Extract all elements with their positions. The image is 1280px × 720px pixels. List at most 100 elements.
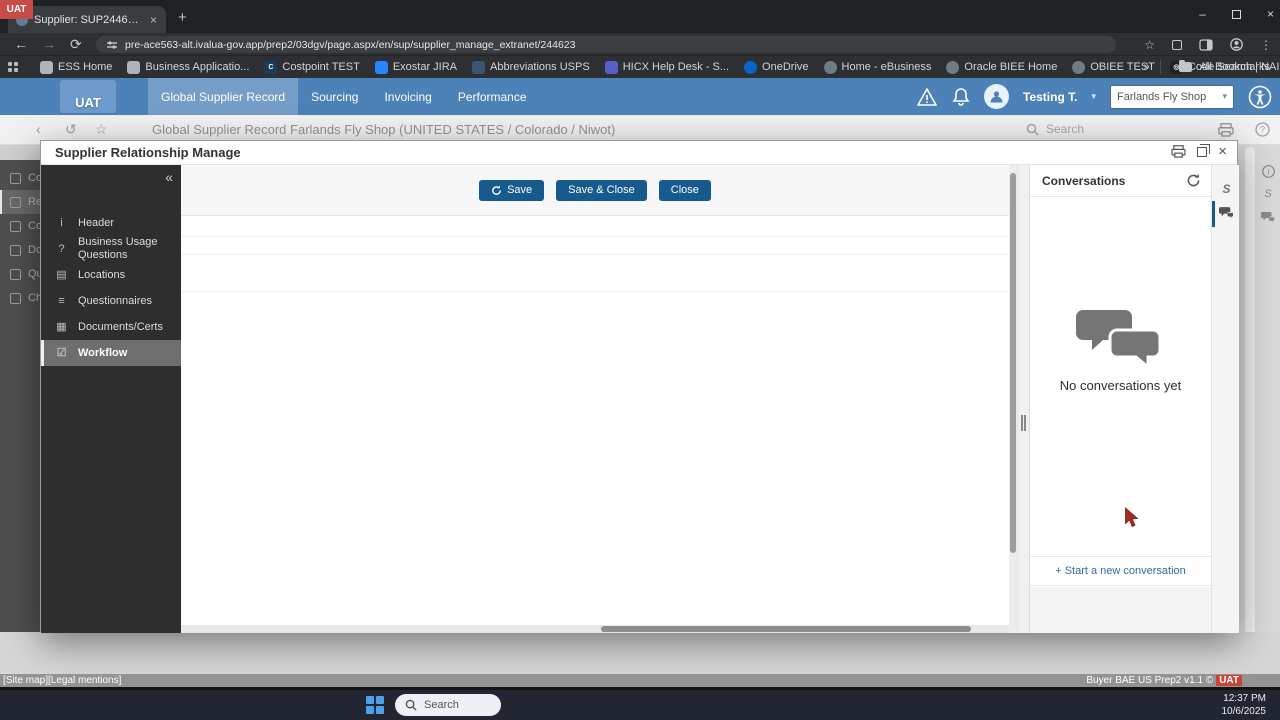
all-bookmarks-folder-icon [1178,60,1192,72]
bookmarks-overflow-icon[interactable]: » [1143,61,1150,73]
background-right-rail: i S [1238,145,1280,659]
address-bar[interactable]: pre-ace563-alt.ivalua-gov.app/prep2/03dg… [96,36,1116,53]
nav-item-performance[interactable]: Performance [457,89,527,104]
window-restore-button[interactable] [1231,9,1241,19]
nav-item-invoicing[interactable]: Invoicing [384,89,432,104]
accessibility-icon[interactable] [1248,85,1272,109]
sidebar-item-label: Documents/Certs [78,320,163,333]
sidebar-item-questionnaires[interactable]: ≡Questionnaires [41,288,181,314]
apps-grid-icon[interactable] [8,62,18,72]
background-sidebar-label: Do [28,244,40,256]
page-back-icon[interactable]: ‹ [36,121,41,137]
menu-kebab-icon[interactable]: ⋮ [1260,37,1272,52]
conversations-tab-icon[interactable] [1260,209,1276,225]
bookmark-item[interactable]: OBIEE TEST [1072,60,1155,74]
user-menu-caret-icon[interactable]: ▾ [1091,91,1096,101]
workflow-tab-icon[interactable]: S [1264,188,1272,200]
sidebar-collapse-icon[interactable]: « [165,169,173,185]
active-rail-indicator [1212,201,1215,227]
nav-item-global-supplier-record[interactable]: Global Supplier Record [148,78,299,115]
workflow-horizontal-scrollbar[interactable] [181,625,1009,633]
workflow-rail-icon[interactable]: S [1222,181,1231,196]
users-icon [10,196,21,208]
side-panel-icon[interactable] [1199,38,1213,51]
window-close-button[interactable]: × [1266,7,1274,21]
globe-icon [946,60,960,74]
sitemap-legal-links[interactable]: [Site map][Legal mentions] [3,675,122,686]
conversations-refresh-icon[interactable] [1186,173,1201,188]
users-icon [10,220,21,232]
bookmark-item[interactable]: HICX Help Desk - S... [604,60,729,74]
all-bookmarks-label[interactable]: All Bookmarks [1199,61,1270,73]
bookmark-item[interactable]: Business Applicatio... [127,60,249,74]
nav-item-sourcing[interactable]: Sourcing [311,89,359,104]
start-conversation-link[interactable]: + Start a new conversation [1055,565,1186,577]
workflow-canvas[interactable] [181,216,1009,625]
start-button[interactable] [366,696,384,714]
background-sidebar-item[interactable]: Co [0,166,40,190]
background-sidebar-item[interactable]: Do [0,238,40,262]
conversations-rail-icon[interactable] [1219,205,1234,220]
forward-button[interactable]: → [42,36,56,52]
bookmark-label: Abbreviations USPS [490,61,590,73]
bookmark-label: ESS Home [58,61,113,73]
save-button[interactable]: Save [479,179,545,201]
modal-close-icon[interactable]: × [1218,143,1227,160]
panel-splitter[interactable] [1017,165,1029,633]
splitter-grip-icon[interactable] [1021,415,1026,431]
close-button[interactable]: Close [658,179,711,201]
help-icon[interactable]: ? [1255,122,1270,137]
new-tab-button[interactable]: + [178,9,187,26]
save-and-close-button[interactable]: Save & Close [556,179,647,201]
page-search[interactable]: Search [1026,122,1084,136]
refresh-icon [492,185,501,195]
modal-maximize-icon[interactable] [1197,143,1211,157]
info-icon[interactable]: i [1260,163,1276,179]
history-icon[interactable]: ↺ [65,121,77,137]
notifications-bell-icon[interactable] [952,87,970,107]
tab-groups-icon[interactable] [1172,39,1182,50]
search-icon [1026,123,1039,136]
bookmark-item[interactable]: OneDrive [744,60,809,74]
background-sidebar-label: Co [28,172,40,184]
sidebar-item-documents-certs[interactable]: ▦Documents/Certs [41,314,181,340]
bookmark-item[interactable]: Oracle BIEE Home [946,60,1057,74]
modal-print-icon[interactable] [1171,145,1186,158]
background-sidebar-item[interactable]: Ch [0,286,40,310]
user-avatar[interactable] [984,84,1010,109]
background-sidebar-item[interactable]: Co [0,214,40,238]
sidebar-item-business-usage-questions[interactable]: ?Business Usage Questions [41,236,181,262]
browser-toolbar: ← → ⟳ pre-ace563-alt.ivalua-gov.app/prep… [0,33,1280,55]
taskbar-search[interactable]: Search [395,694,501,716]
alerts-warning-icon[interactable] [916,87,938,107]
info-icon: i [60,216,63,229]
favorite-star-icon[interactable]: ☆ [95,121,108,137]
sidebar-item-workflow[interactable]: ☑Workflow [41,340,181,366]
bookmark-item[interactable]: ESS Home [40,60,113,74]
print-icon[interactable] [1218,123,1234,137]
user-name[interactable]: Testing T. [1023,89,1078,104]
sidebar-item-locations[interactable]: ▤Locations [41,262,181,288]
bookmark-item[interactable]: Home - eBusiness [823,60,931,74]
window-minimize-button[interactable]: – [1199,7,1206,21]
bookmark-star-icon[interactable]: ☆ [1144,37,1155,52]
profile-icon[interactable] [1230,38,1243,51]
workflow-vertical-scrollbar[interactable] [1009,165,1017,633]
bookmark-item[interactable]: Abbreviations USPS [472,60,590,74]
background-sidebar-item[interactable]: Re [0,190,40,214]
reload-button[interactable]: ⟳ [70,35,82,52]
tab-close-icon[interactable]: × [150,12,158,27]
taskbar-clock[interactable]: 12:37 PM 10/6/2025 [1221,693,1267,717]
background-sidebar-item[interactable]: Qu [0,262,40,286]
browser-tab[interactable]: Supplier: SUP244623 - Farland... × [8,6,166,33]
main-nav: Global Supplier Record Sourcing Invoicing P… [148,78,540,115]
usps-icon [472,60,486,74]
bookmark-item[interactable]: Exostar JIRA [374,60,457,74]
supplier-select[interactable]: Farlands Fly Shop ▾ [1110,84,1234,109]
back-button[interactable]: ← [14,36,28,52]
info-icon [10,172,21,184]
site-settings-icon[interactable] [106,39,118,51]
app-logo[interactable]: UAT [60,80,116,113]
